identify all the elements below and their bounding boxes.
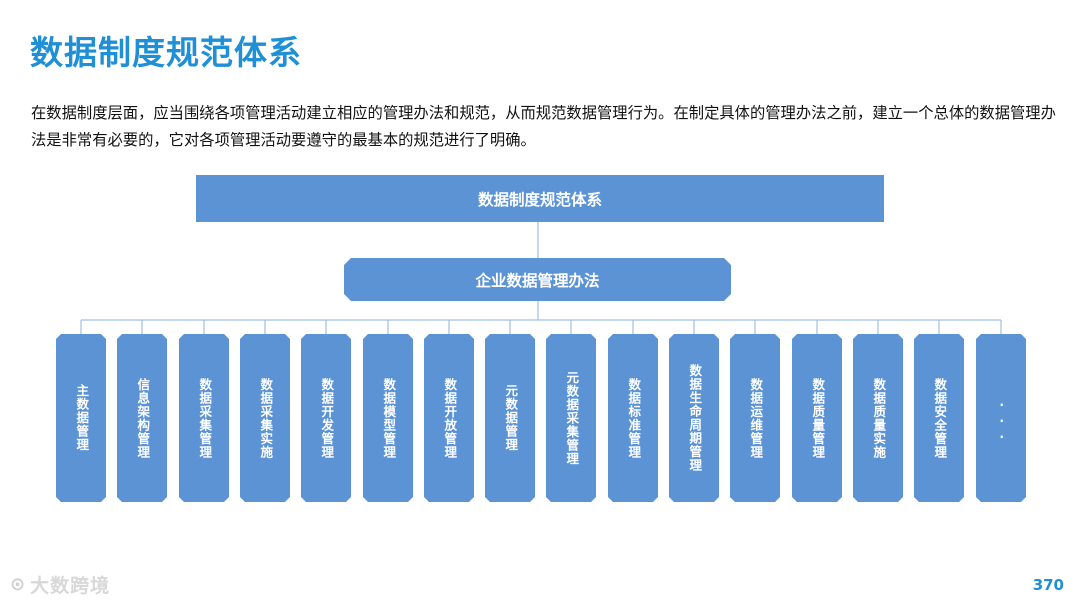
leaf-node: 元数据管理 <box>485 334 535 502</box>
leaf-node: 数据安全管理 <box>914 334 964 502</box>
brand-logo: ⊙ 大数跨境 <box>10 571 110 598</box>
leaf-node: 数据采集管理 <box>179 334 229 502</box>
leaf-node: 数据质量实施 <box>853 334 903 502</box>
brand-logo-icon: ⊙ <box>10 574 27 595</box>
leaf-node: 数据采集实施 <box>240 334 290 502</box>
intro-paragraph: 在数据制度层面，应当围绕各项管理活动建立相应的管理办法和规范，从而规范数据管理行… <box>31 104 1056 149</box>
brand-logo-text: 大数跨境 <box>30 575 111 597</box>
leaf-node: 信息架构管理 <box>117 334 167 502</box>
leaf-node: 主数据管理 <box>56 334 106 502</box>
leaf-node: 数据开放管理 <box>424 334 474 502</box>
level2-node: 企业数据管理办法 <box>344 258 731 301</box>
leaf-node: 数据模型管理 <box>363 334 413 502</box>
page-title: 数据制度规范体系 <box>30 33 302 72</box>
root-node: 数据制度规范体系 <box>196 175 884 222</box>
leaf-node: 数据质量管理 <box>792 334 842 502</box>
leaf-node: 数据开发管理 <box>301 334 351 502</box>
page-number: 370 <box>1032 576 1064 594</box>
leaf-node: 元数据采集管理 <box>546 334 596 502</box>
leaf-node: ... <box>976 334 1026 502</box>
leaf-node: 数据标准管理 <box>608 334 658 502</box>
leaf-node: 数据运维管理 <box>730 334 780 502</box>
leaf-node: 数据生命周期管理 <box>669 334 719 502</box>
